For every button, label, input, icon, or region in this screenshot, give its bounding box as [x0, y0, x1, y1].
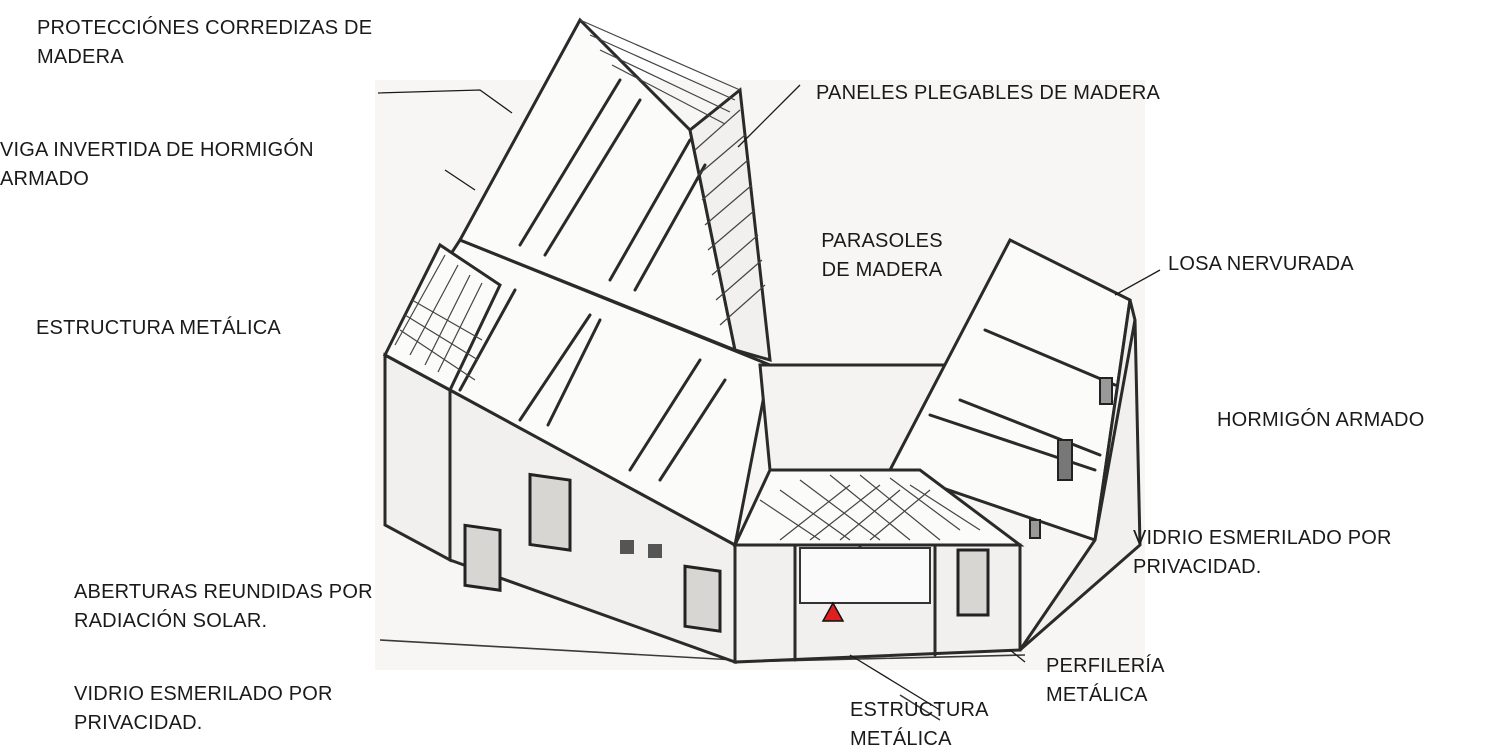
north-block-hatch — [694, 109, 766, 326]
vent-3 — [1057, 439, 1073, 481]
vent-4 — [1099, 377, 1113, 405]
left-roof-ribs — [458, 288, 727, 482]
label-estructura-metalica-bottom: ESTRUCTURA METÁLICA — [850, 696, 989, 754]
label-vidrio-left: VIDRIO ESMERILADO POR PRIVACIDAD. — [74, 680, 333, 738]
window-3 — [683, 564, 722, 633]
entrance-roof-hatch — [759, 474, 981, 541]
label-losa: LOSA NERVURADA — [1168, 250, 1354, 279]
label-estructura-metalica-left-text: ESTRUCTURA METÁLICA — [36, 317, 281, 339]
window-1 — [463, 523, 502, 592]
label-estructura-metalica-bottom-text: ESTRUCTURA METÁLICA — [850, 699, 989, 750]
north-block-ribs — [518, 78, 707, 292]
label-vidrio-left-text: VIDRIO ESMERILADO POR PRIVACIDAD. — [74, 683, 333, 734]
entrance-glazing — [799, 547, 931, 604]
label-paneles-text: PANELES PLEGABLES DE MADERA — [816, 82, 1161, 104]
label-hormigon-text: HORMIGÓN ARMADO — [1217, 409, 1425, 431]
north-block-side — [688, 87, 772, 363]
label-parasoles: PARASOLES DE MADERA — [812, 227, 952, 285]
label-protecciones-text: PROTECCIÓNES CORREDIZAS DE MADERA — [37, 17, 373, 68]
leader-paneles — [737, 84, 801, 148]
label-aberturas-text: ABERTURAS REUNDIDAS POR RADIACIÓN SOLAR. — [74, 581, 373, 632]
label-losa-text: LOSA NERVURADA — [1168, 253, 1354, 275]
leader-losa — [1114, 269, 1161, 296]
label-perfileria: PERFILERÍA METÁLICA — [1046, 652, 1165, 710]
window-2 — [528, 472, 572, 552]
label-viga: VIGA INVERTIDA DE HORMIGÓN ARMADO — [0, 136, 314, 194]
right-wing-front-wall — [1018, 319, 1142, 652]
label-aberturas: ABERTURAS REUNDIDAS POR RADIACIÓN SOLAR. — [74, 578, 373, 636]
label-vidrio-right-text: VIDRIO ESMERILADO POR PRIVACIDAD. — [1133, 527, 1392, 578]
leader-perfileria — [1009, 649, 1026, 663]
label-hormigon: HORMIGÓN ARMADO — [1217, 406, 1424, 435]
left-sunshade-hatch — [394, 254, 483, 381]
label-paneles: PANELES PLEGABLES DE MADERA — [816, 79, 1160, 108]
window-4 — [956, 548, 990, 617]
label-perfileria-text: PERFILERÍA METÁLICA — [1046, 655, 1165, 706]
vent-1 — [620, 540, 634, 554]
position-marker — [821, 601, 845, 622]
vent-2 — [648, 544, 662, 558]
label-estructura-metalica-left: ESTRUCTURA METÁLICA — [36, 314, 281, 343]
leader-viga — [444, 169, 476, 191]
label-vidrio-right: VIDRIO ESMERILADO POR PRIVACIDAD. — [1133, 524, 1392, 582]
vent-5 — [1029, 519, 1041, 539]
label-parasoles-text: PARASOLES DE MADERA — [821, 230, 943, 281]
label-protecciones: PROTECCIÓNES CORREDIZAS DE MADERA — [37, 14, 372, 72]
label-viga-text: VIGA INVERTIDA DE HORMIGÓN ARMADO — [0, 139, 314, 190]
leader-estructura-bottom — [849, 654, 941, 711]
leader-protecciones — [377, 89, 513, 114]
north-block-top-hatch — [579, 19, 741, 125]
